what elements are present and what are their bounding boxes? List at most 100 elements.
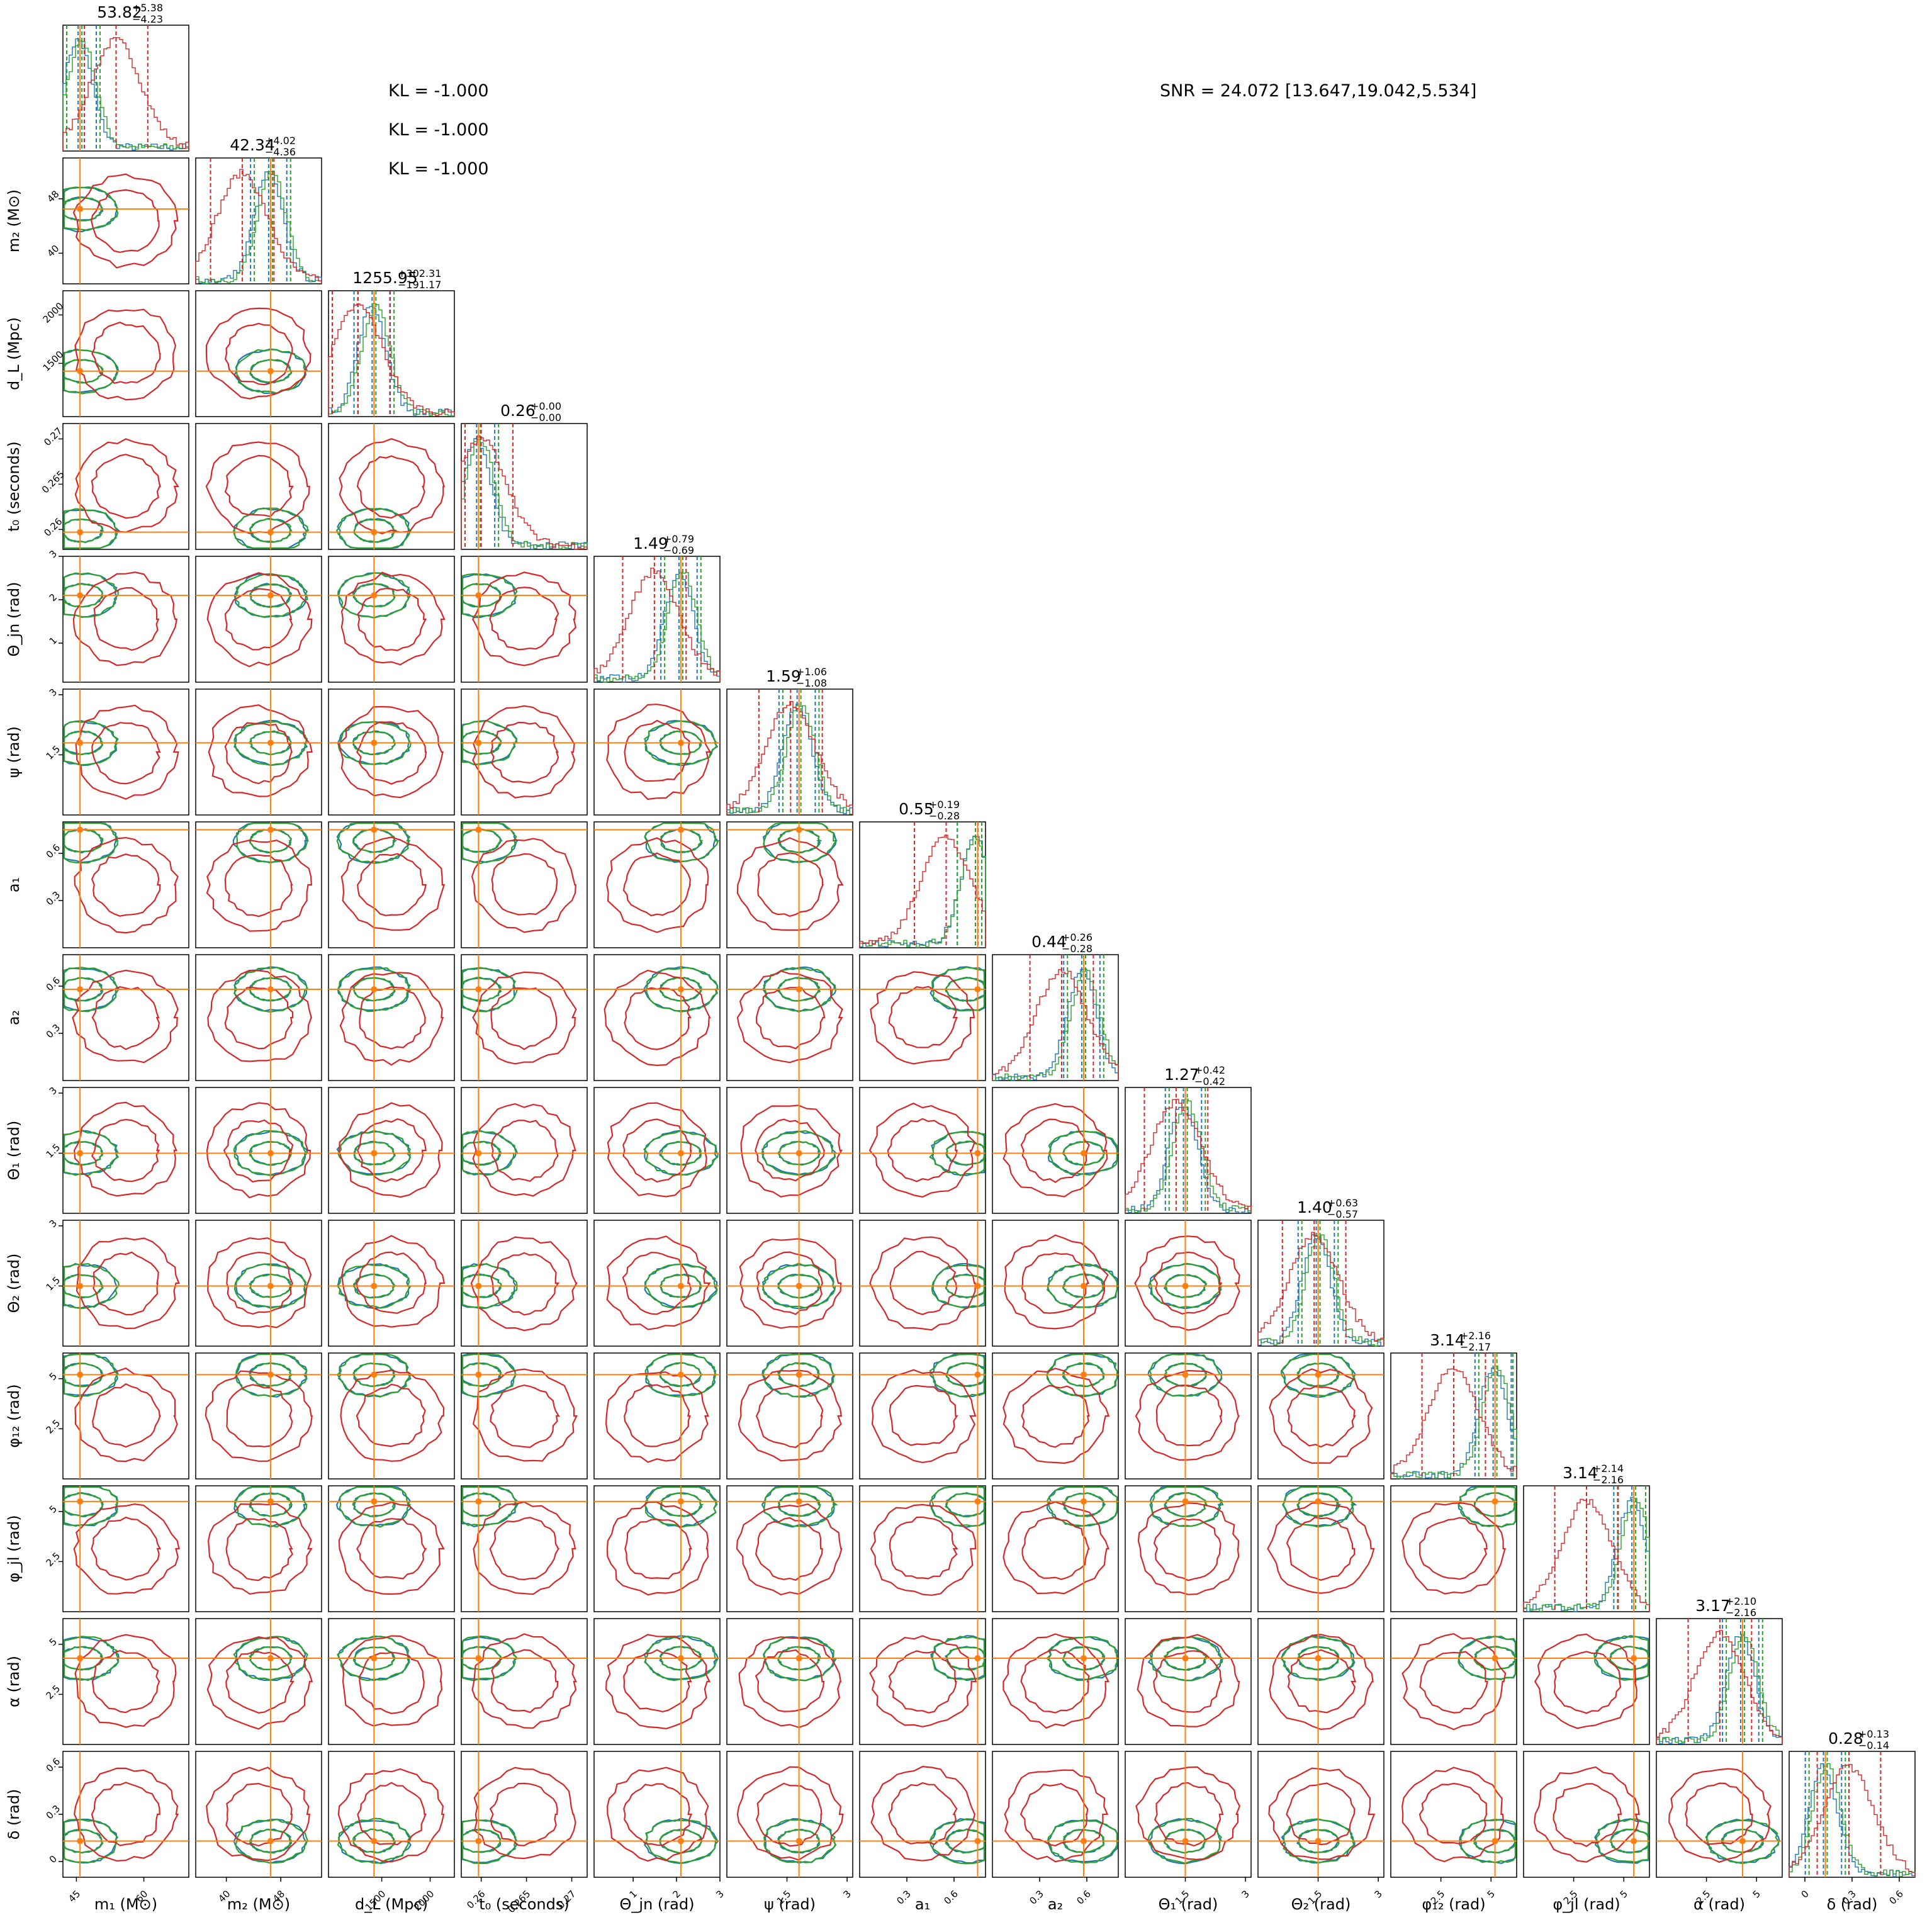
contour-panel-10-0: 2.55 <box>44 1352 189 1480</box>
contour-series-1-level-1 <box>461 967 519 1013</box>
contour-panel-5-2 <box>328 688 455 816</box>
param-plus-0: +5.38 <box>132 2 163 14</box>
contour-series-2-level-0 <box>356 1383 426 1447</box>
param-title-6: 0.55 <box>899 800 934 818</box>
truth-point <box>475 1371 482 1378</box>
x-axis-title-0: m₁ (M⊙) <box>94 1895 157 1913</box>
contour-panel-6-0: 0.30.6 <box>44 821 189 948</box>
panel-frame <box>461 423 588 550</box>
contour-panel-9-4 <box>593 1220 721 1347</box>
param-minus-4: −0.69 <box>663 544 694 556</box>
contour-series-2-level-1 <box>1534 1766 1640 1863</box>
contour-series-1-level-0 <box>1473 1492 1517 1517</box>
truth-point <box>1491 1498 1498 1505</box>
contour-series-2-level-0 <box>622 1118 692 1183</box>
y-axis-title-13: δ (rad) <box>5 1789 23 1840</box>
x-axis-title-7: a₂ <box>1048 1895 1063 1913</box>
histogram-series-2 <box>859 834 986 948</box>
contour-series-1-level-0 <box>1062 1492 1106 1517</box>
panel-frame <box>195 821 322 948</box>
snr-annotation: SNR = 24.072 [13.647,19.042,5.534] <box>1160 81 1476 101</box>
contour-series-2-level-1 <box>1135 1369 1240 1461</box>
y-axis-title-3: t₀ (seconds) <box>5 441 23 531</box>
truth-point <box>795 1150 802 1157</box>
contour-series-1-level-1 <box>646 967 719 1013</box>
x-axis-title-5: ψ (rad) <box>764 1895 816 1913</box>
param-title-12: 3.17 <box>1695 1597 1731 1615</box>
truth-point <box>1315 1498 1322 1505</box>
contour-panel-4-2 <box>328 556 455 683</box>
contour-series-1-level-1 <box>645 1819 719 1864</box>
contour-panel-12-1 <box>195 1618 322 1745</box>
contour-series-2-level-1 <box>1401 1502 1506 1595</box>
contour-series-2-level-0 <box>1153 1517 1222 1581</box>
contour-series-1-level-0 <box>1298 1829 1340 1854</box>
contour-series-0-level-1 <box>335 1486 412 1527</box>
hist-panel-7: 0.44+0.26−0.28 <box>992 931 1119 1081</box>
contour-series-1-level-1 <box>644 1635 719 1682</box>
param-minus-8: −0.42 <box>1194 1076 1225 1087</box>
panel-frame <box>859 1220 986 1347</box>
contour-series-2-level-1 <box>1401 1766 1505 1863</box>
contour-series-1-level-0 <box>660 1140 702 1166</box>
contour-series-2-level-0 <box>1286 1516 1356 1581</box>
contour-series-1-level-0 <box>352 828 395 853</box>
contour-series-1-level-1 <box>63 1819 118 1863</box>
contour-series-1-level-1 <box>644 1353 717 1398</box>
contour-panel-10-7 <box>992 1352 1119 1480</box>
contour-series-2-level-1 <box>471 1633 577 1729</box>
y-axis-title-12: α (rad) <box>5 1656 23 1707</box>
panel-frame <box>461 1087 588 1214</box>
contour-series-2-level-0 <box>356 1118 427 1182</box>
contour-panel-8-2 <box>328 1087 455 1214</box>
contour-series-2-level-1 <box>1004 1234 1109 1330</box>
contour-series-1-level-1 <box>761 1130 836 1176</box>
x-axis-title-3: t₀ (seconds) <box>479 1895 569 1913</box>
param-minus-9: −0.57 <box>1327 1208 1358 1220</box>
hist-panel-10: 3.14+2.16−2.17 <box>1390 1330 1517 1480</box>
contour-series-2-level-0 <box>225 1782 293 1847</box>
x-axis-title-12: α (rad) <box>1693 1895 1745 1913</box>
histogram-series-0 <box>593 573 721 683</box>
panel-frame <box>726 821 853 948</box>
contour-series-1-level-1 <box>63 1262 120 1310</box>
contour-series-0-level-1 <box>337 1263 412 1310</box>
contour-series-2-level-1 <box>206 572 313 668</box>
contour-panel-12-6 <box>859 1618 986 1745</box>
contour-series-1-level-0 <box>353 518 397 543</box>
truth-point <box>77 1498 84 1505</box>
truth-point <box>677 1498 684 1505</box>
contour-series-2-level-1 <box>869 1236 976 1331</box>
contour-series-1-level-1 <box>761 1262 836 1309</box>
param-title-1: 42.34 <box>230 136 275 154</box>
contour-series-2-level-1 <box>73 1101 177 1197</box>
contour-panel-9-0: 1.53 <box>44 1218 189 1347</box>
contour-series-0-level-1 <box>233 1486 308 1528</box>
contour-series-1-level-1 <box>63 720 120 766</box>
contour-series-1-level-1 <box>1279 1636 1354 1682</box>
histogram-series-0 <box>1390 1368 1517 1480</box>
contour-series-2-level-1 <box>472 571 577 666</box>
contour-series-2-level-0 <box>225 1518 294 1581</box>
histogram-series-0 <box>62 38 189 151</box>
truth-point <box>77 1655 84 1662</box>
contour-series-2-level-0 <box>357 1782 427 1846</box>
contour-series-2-level-1 <box>605 1634 711 1730</box>
truth-point <box>677 1283 684 1289</box>
contour-series-2-level-0 <box>1286 1782 1356 1846</box>
y-axis-title-4: Θ_jn (rad) <box>5 582 23 657</box>
contour-series-2-level-1 <box>736 1766 844 1861</box>
truth-point <box>77 529 84 536</box>
contour-series-2-level-1 <box>74 438 179 533</box>
contour-series-2-level-1 <box>206 1766 310 1862</box>
truth-point <box>267 529 274 536</box>
contour-series-1-level-1 <box>63 508 118 549</box>
contour-series-1-level-1 <box>461 719 518 765</box>
contour-series-2-level-1 <box>205 441 310 534</box>
contour-series-2-level-0 <box>224 987 294 1050</box>
contour-series-2-level-0 <box>356 721 427 785</box>
contour-panel-5-0: 1.53 <box>44 687 189 816</box>
truth-point <box>475 826 482 833</box>
contour-series-1-level-1 <box>63 1353 120 1398</box>
contour-panel-8-1 <box>195 1087 322 1214</box>
